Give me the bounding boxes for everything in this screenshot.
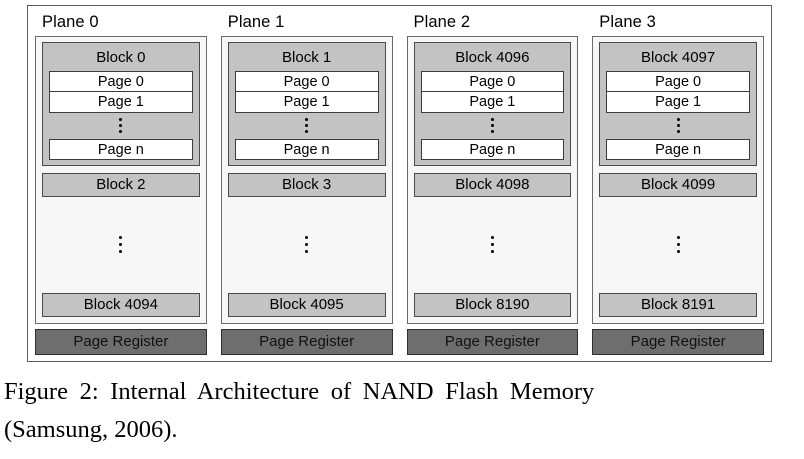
block-bar-last: Block 4095 [227,293,386,317]
block-title: Block 4096 [455,48,530,66]
vertical-ellipsis-icon [228,197,386,294]
vertical-ellipsis-icon [414,197,572,294]
plane-body: Block 4097 Page 0 Page 1 Page n Block 40… [592,35,764,324]
page-register: Page Register [592,329,764,355]
page-row-last: Page n [234,138,379,160]
plane-column-0: Plane 0 Block 0 Page 0 Page 1 Page n Blo… [35,12,207,355]
page-row: Page 0 [420,70,565,92]
detailed-block: Block 1 Page 0 Page 1 Page n [227,41,386,166]
nand-flash-architecture-diagram: Plane 0 Block 0 Page 0 Page 1 Page n Blo… [27,5,772,362]
plane-column-3: Plane 3 Block 4097 Page 0 Page 1 Page n … [592,12,764,355]
plane-label: Plane 0 [42,13,99,31]
vertical-ellipsis-icon [42,197,200,294]
page-row: Page 0 [49,70,193,92]
figure-caption-line-1: Figure 2: Internal Architecture of NAND … [4,378,595,405]
block-title: Block 0 [96,48,146,66]
figure-caption-line-2: (Samsung, 2006). [4,416,178,443]
block-bar: Block 4099 [599,172,757,197]
plane-label: Plane 1 [227,13,285,31]
plane-body: Block 0 Page 0 Page 1 Page n Block 2 Blo… [35,35,207,324]
block-bar: Block 3 [227,172,386,197]
page-row: Page 0 [234,70,379,92]
vertical-ellipsis-icon [599,197,757,294]
block-title: Block 1 [282,48,332,66]
page-row-last: Page n [49,138,193,160]
page-register: Page Register [35,329,207,355]
vertical-ellipsis-icon [49,113,193,139]
plane-label: Plane 2 [413,13,471,31]
block-bar-last: Block 4094 [42,293,200,317]
page-register: Page Register [406,329,579,355]
detailed-block: Block 4096 Page 0 Page 1 Page n [413,41,572,166]
block-bar: Block 4098 [413,172,572,197]
page-register: Page Register [220,329,393,355]
page-row: Page 1 [606,91,750,113]
plane-label: Plane 3 [599,13,656,31]
plane-body: Block 1 Page 0 Page 1 Page n Block 3 Blo… [220,35,393,324]
page-row: Page 1 [420,91,565,113]
page-row-last: Page n [606,138,750,160]
figure-caption: Figure 2: Internal Architecture of NAND … [4,373,800,449]
page-row-last: Page n [420,138,565,160]
plane-column-1: Plane 1 Block 1 Page 0 Page 1 Page n Blo… [220,12,393,355]
block-bar: Block 2 [42,172,200,197]
plane-column-2: Plane 2 Block 4096 Page 0 Page 1 Page n … [406,12,579,355]
vertical-ellipsis-icon [421,113,565,139]
detailed-block: Block 0 Page 0 Page 1 Page n [42,41,200,166]
plane-body: Block 4096 Page 0 Page 1 Page n Block 40… [406,35,579,324]
block-bar-last: Block 8191 [599,293,757,317]
vertical-ellipsis-icon [235,113,379,139]
vertical-ellipsis-icon [606,113,750,139]
page-row: Page 0 [606,70,750,92]
page-row: Page 1 [49,91,193,113]
block-title: Block 4097 [641,48,716,66]
planes-row: Plane 0 Block 0 Page 0 Page 1 Page n Blo… [35,12,764,355]
block-bar-last: Block 8190 [413,293,572,317]
detailed-block: Block 4097 Page 0 Page 1 Page n [599,41,757,166]
page-row: Page 1 [234,91,379,113]
